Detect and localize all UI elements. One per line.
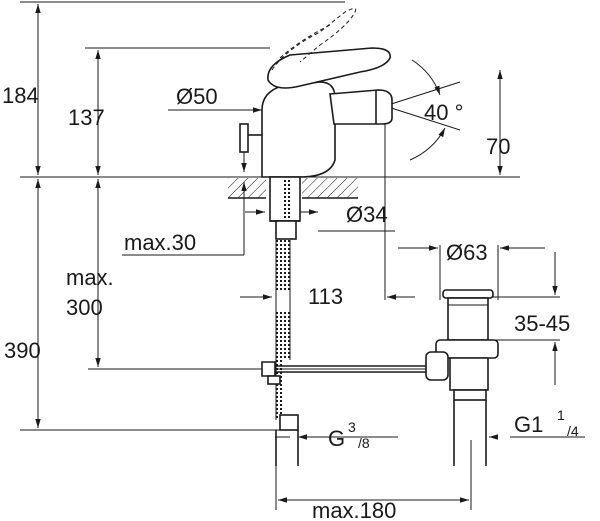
dim-137-label: 137: [68, 105, 105, 130]
waste-thread-prefix: G1: [514, 412, 543, 437]
supply-thread-prefix: G: [328, 426, 345, 451]
dim-63-label: Ø63: [446, 240, 488, 265]
waste-thread-num: 1: [557, 407, 565, 423]
dim-34-label: Ø34: [346, 202, 388, 227]
dim-30-label: max.30: [124, 230, 196, 255]
dim-70-label: 70: [486, 134, 510, 159]
angle-indicator: [384, 59, 461, 161]
supply-thread-den: /8: [358, 435, 370, 451]
waste-assembly: [425, 289, 499, 466]
dim-184-label: 184: [2, 83, 39, 108]
dim-50-label: Ø50: [176, 84, 218, 109]
supply-thread-num: 3: [348, 419, 356, 435]
dim-35-45-label: 35-45: [514, 311, 570, 336]
waste-thread-den: /4: [567, 423, 579, 439]
dim-max-label: max.: [66, 265, 114, 290]
supply-thread-label: G 3 /8: [328, 419, 370, 451]
dim-113-label: 113: [308, 284, 343, 309]
dim-300-label: 300: [66, 295, 103, 320]
dim-180-label: max.180: [312, 498, 396, 521]
waste-thread-label: G1 1 /4: [514, 407, 579, 439]
dim-angle-label: 40 °: [424, 100, 463, 125]
shank-assembly: [261, 176, 301, 466]
dimension-lines: [35, 4, 585, 503]
dim-390-label: 390: [4, 338, 41, 363]
faucet-body: [239, 8, 393, 178]
popup-linkage: [275, 365, 430, 373]
